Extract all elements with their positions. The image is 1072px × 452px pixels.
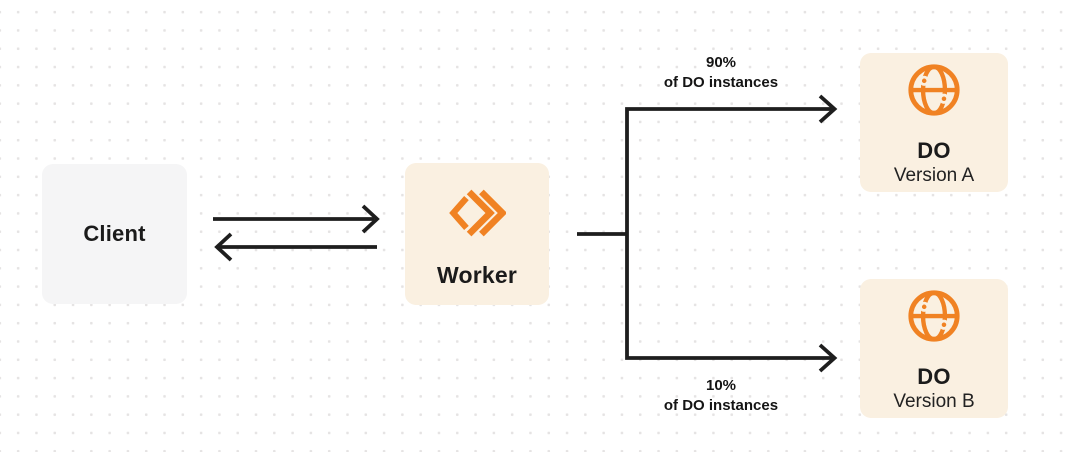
- do-version-b-node: DO Version B: [860, 279, 1008, 418]
- do-b-title: DO: [917, 364, 951, 389]
- client-node: Client: [42, 164, 187, 304]
- workers-chevrons-icon: [449, 189, 506, 237]
- worker-node: Worker: [405, 163, 549, 305]
- arrow-client-to-worker-head: [361, 204, 380, 234]
- arrow-to-do-b-head: [818, 343, 838, 373]
- globe-dot-lower: [938, 319, 950, 330]
- arrow-worker-to-client-head: [214, 232, 233, 262]
- split-10-label: 10% of DO instances: [611, 376, 831, 415]
- split-90-caption: of DO instances: [663, 73, 779, 91]
- split-10-caption: of DO instances: [663, 396, 779, 414]
- split-10-percent: 10%: [705, 377, 737, 394]
- globe-icon: [908, 290, 960, 342]
- worker-label: Worker: [436, 262, 518, 288]
- arrow-to-do-a-head: [818, 94, 838, 124]
- do-a-title: DO: [917, 138, 951, 163]
- globe-dot-lower: [938, 93, 950, 104]
- do-a-subtitle: Version A: [893, 165, 975, 186]
- globe-icon: [908, 64, 960, 116]
- client-label: Client: [83, 221, 146, 246]
- globe-dot-upper: [919, 75, 930, 86]
- globe-dot-upper: [919, 301, 930, 312]
- do-b-subtitle: Version B: [893, 391, 975, 412]
- do-version-a-node: DO Version A: [860, 53, 1008, 192]
- split-90-percent: 90%: [705, 54, 737, 71]
- branch-trunk-line: [625, 107, 833, 360]
- split-90-label: 90% of DO instances: [611, 53, 831, 92]
